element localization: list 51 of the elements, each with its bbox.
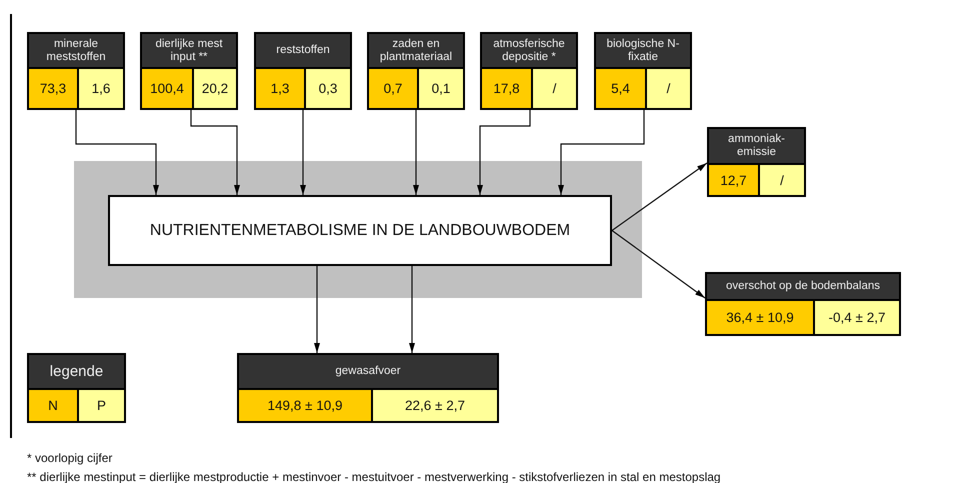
value-cell: 149,8 ± 10,9 — [239, 390, 373, 421]
value-cell: 0,3 — [306, 69, 350, 108]
card-header: zaden en plantmateriaal — [378, 36, 454, 64]
card-header: gewasafvoer — [334, 364, 402, 379]
arrow — [413, 110, 419, 195]
value-cell: 73,3 — [29, 69, 79, 108]
value-cell: 17,8 — [482, 69, 533, 108]
arrow — [477, 110, 531, 195]
arrow — [612, 230, 706, 298]
value-cell: / — [647, 69, 690, 108]
arrow — [409, 266, 415, 353]
value-cell: 22,6 ± 2,7 — [373, 390, 497, 421]
process-box: NUTRIENTENMETABOLISME IN DE LANDBOUWBODEM — [108, 195, 612, 266]
value-cell: 100,4 — [142, 69, 194, 108]
value-card — [480, 32, 578, 110]
value-card — [705, 272, 901, 336]
card-header: dierlijke mest input ** — [154, 36, 224, 64]
value-cell: 0,1 — [419, 69, 463, 108]
arrow — [612, 162, 708, 231]
value-cell: 1,3 — [256, 69, 306, 108]
arrow — [558, 110, 645, 195]
value-card — [140, 32, 238, 110]
value-card — [27, 32, 125, 110]
card-header: ammoniak-emissie — [727, 132, 786, 160]
card-header: overschot op de bodembalans — [724, 279, 882, 294]
legend-swatch: P — [79, 390, 124, 421]
value-card — [707, 127, 806, 197]
value-cell: 12,7 — [709, 165, 760, 195]
value-cell: / — [760, 165, 804, 195]
legend-swatch: N — [29, 390, 79, 421]
card-header: minerale meststoffen — [45, 36, 107, 64]
value-cell: 0,7 — [369, 69, 419, 108]
value-cell: 5,4 — [596, 69, 647, 108]
value-card — [237, 353, 499, 423]
value-card — [254, 32, 352, 110]
value-card — [594, 32, 692, 110]
card-header: biologische N-fixatie — [606, 36, 680, 64]
footnote: * voorlopig cijfer — [27, 451, 112, 465]
value-card — [367, 32, 465, 110]
legend-title: legende — [48, 362, 104, 382]
value-cell: 1,6 — [79, 69, 123, 108]
value-cell: -0,4 ± 2,7 — [815, 301, 899, 334]
value-cell: 36,4 ± 10,9 — [707, 301, 815, 334]
arrow — [75, 110, 159, 195]
arrow — [190, 110, 240, 195]
value-cell: 20,2 — [194, 69, 236, 108]
arrow — [300, 110, 306, 195]
card-header: atmosferische depositie * — [492, 36, 566, 64]
value-cell: / — [533, 69, 576, 108]
card-header: reststoffen — [275, 43, 331, 58]
arrow — [314, 266, 320, 353]
